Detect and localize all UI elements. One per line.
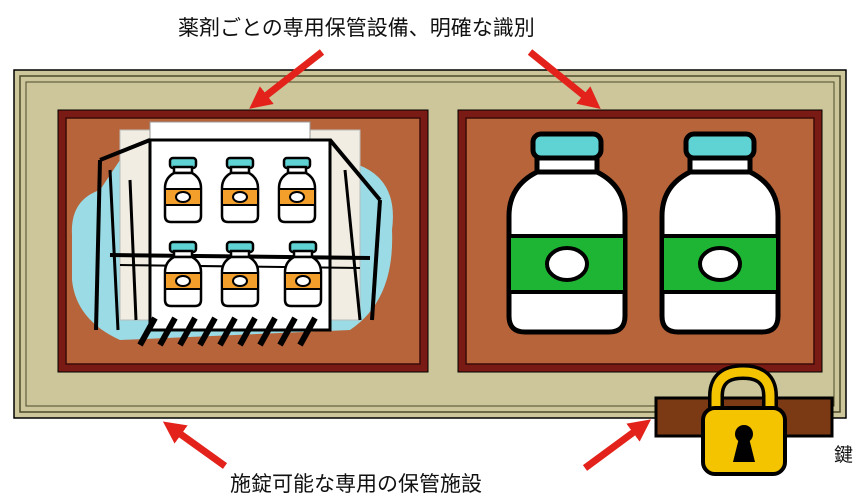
padlock-icon <box>654 363 834 476</box>
caption-top: 薬剤ごとの専用保管設備、明確な識別 <box>178 16 535 40</box>
arrow-icon <box>582 419 652 471</box>
refrigerator-with-vials-icon <box>71 121 393 347</box>
caption-bottom: 施錠可能な専用の保管施設 <box>230 472 482 496</box>
arrow-icon <box>162 421 228 469</box>
arrow-icon <box>527 49 601 110</box>
arrow-icon <box>249 49 325 109</box>
caption-key: 鍵 <box>834 444 854 466</box>
